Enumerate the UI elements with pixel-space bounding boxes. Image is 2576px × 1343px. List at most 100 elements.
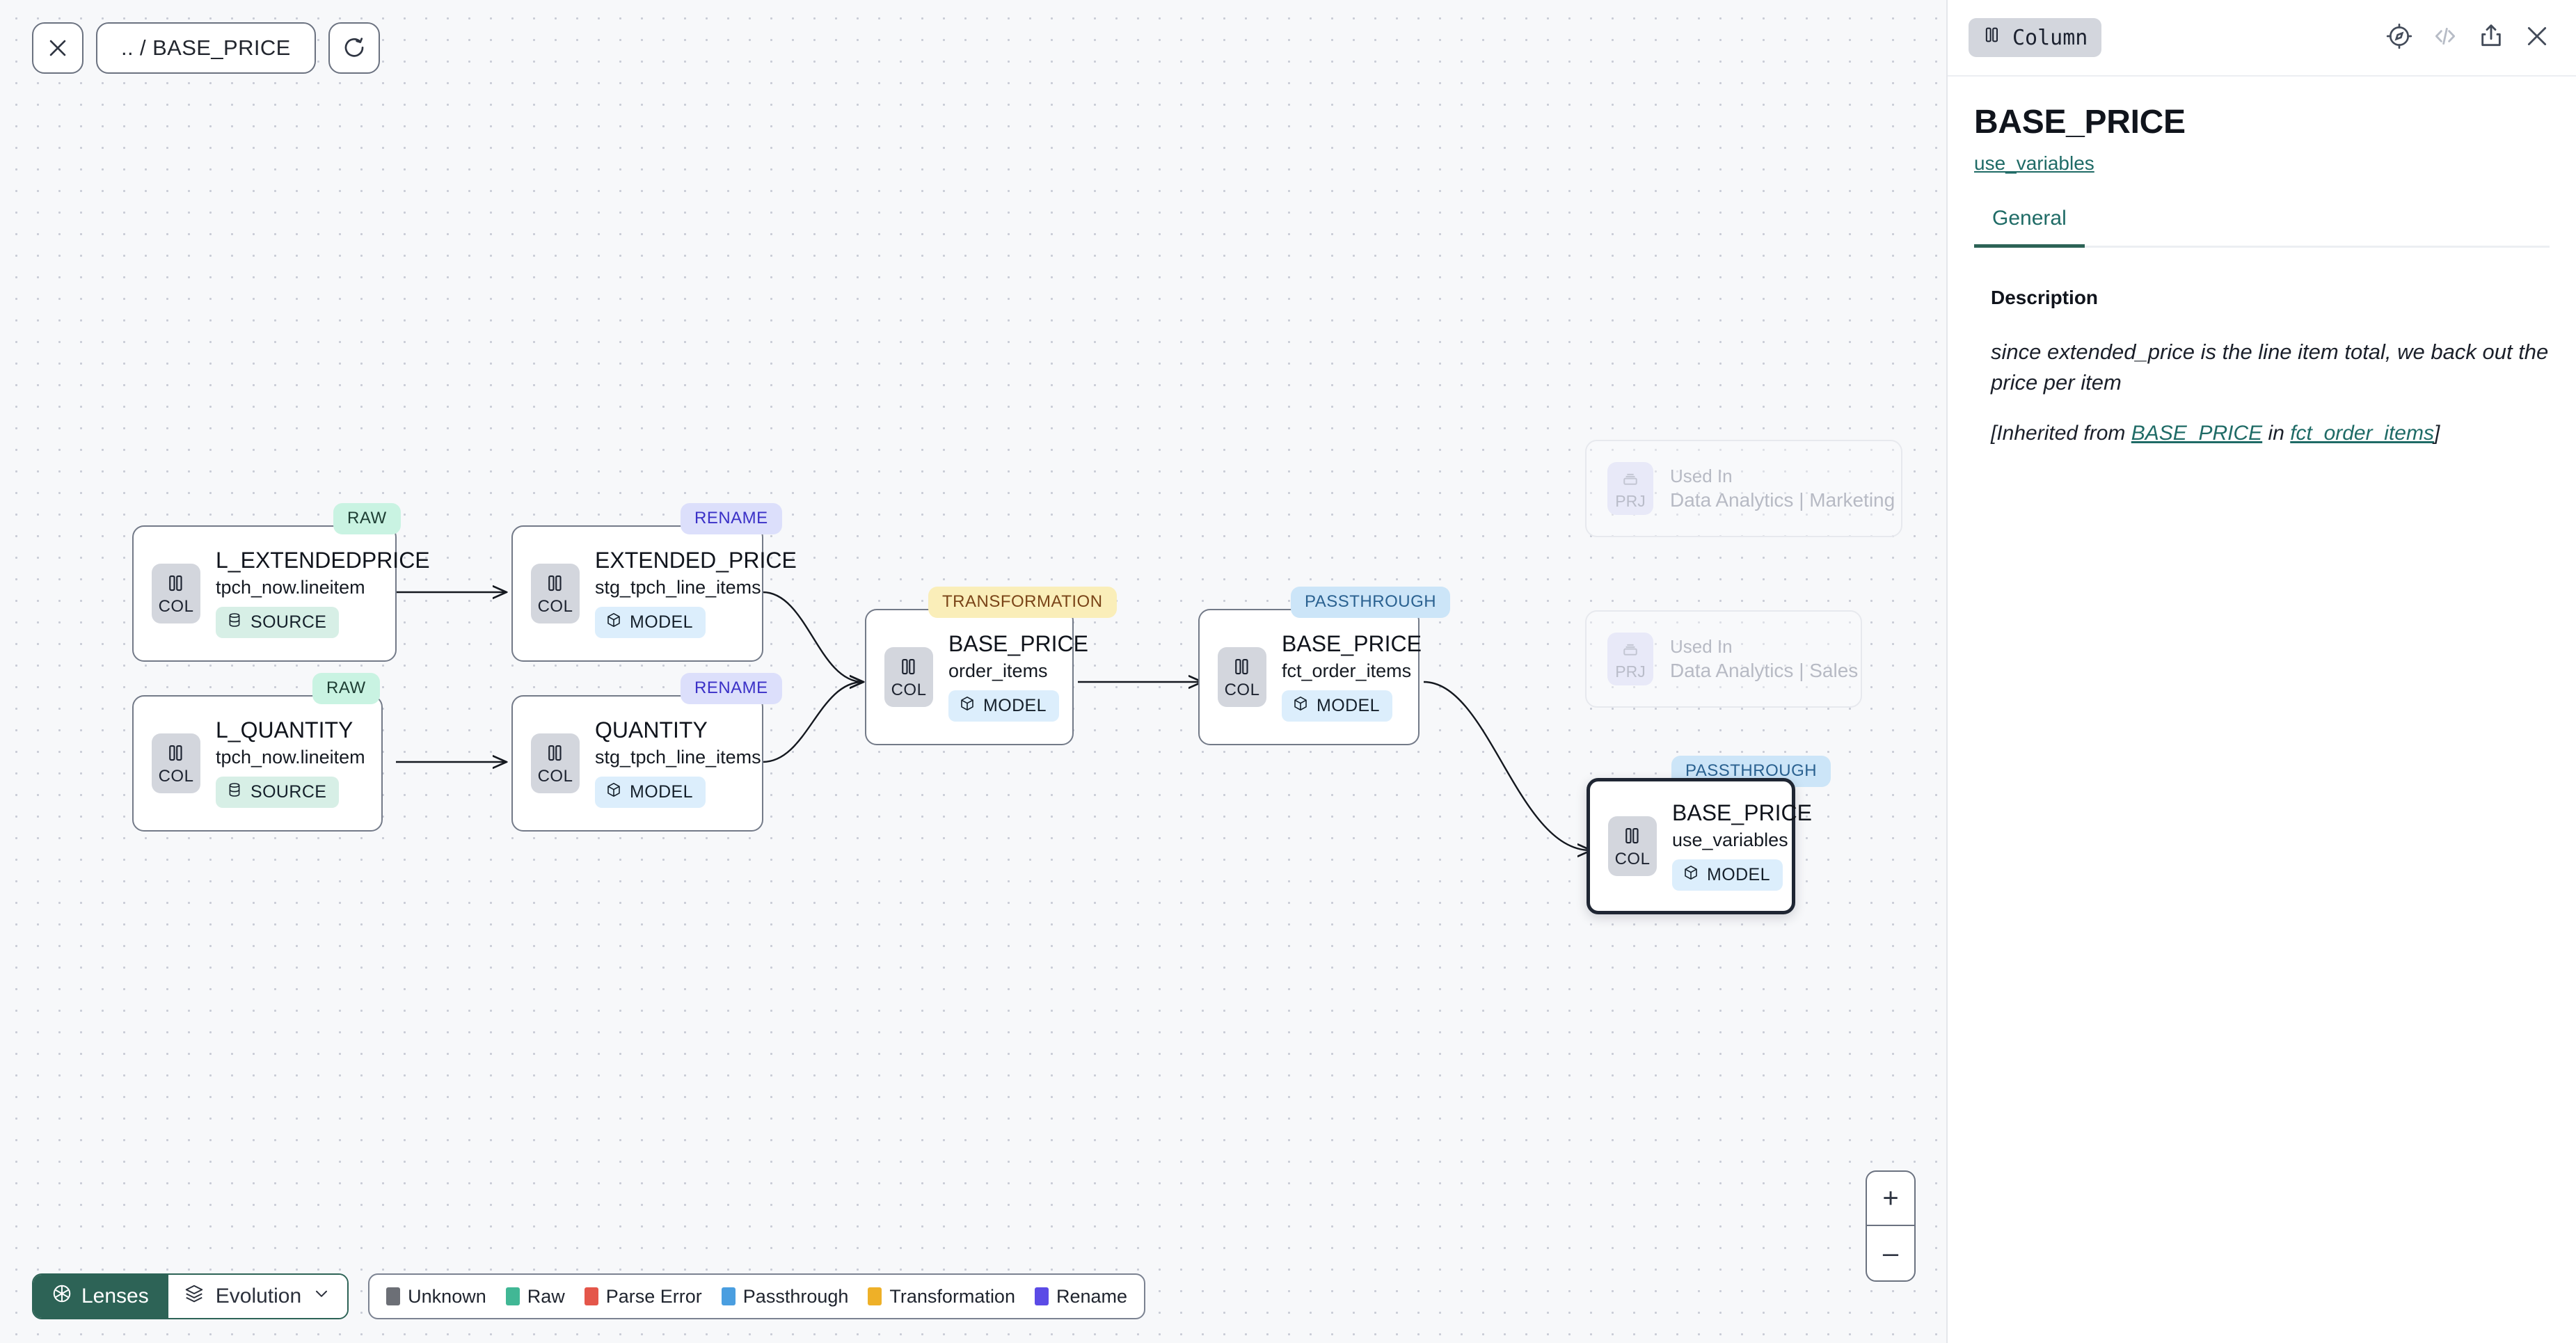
column-icon	[1622, 825, 1643, 850]
layers-icon	[184, 1283, 205, 1310]
node-text: BASE_PRICE fct_order_items MODEL	[1282, 630, 1422, 722]
share-icon[interactable]	[2477, 22, 2505, 54]
column-kind-chip: COL	[884, 647, 933, 707]
kind-label: PRJ	[1615, 662, 1646, 681]
kind-label: PRJ	[1615, 491, 1646, 510]
used-in-label: Used In	[1670, 465, 1733, 486]
kind-label: COL	[158, 596, 194, 616]
description-header: Description	[1991, 287, 2099, 308]
panel-body: BASE_PRICE use_variables General Descrip…	[1948, 77, 2576, 448]
materialization-chip: MODEL	[1282, 690, 1392, 722]
compass-icon[interactable]	[2385, 22, 2413, 54]
node-l-extendedprice[interactable]: COL L_EXTENDEDPRICE tpch_now.lineitem SO…	[132, 525, 430, 662]
node-text: L_EXTENDEDPRICE tpch_now.lineitem SOURCE	[216, 547, 430, 639]
materialization-chip: MODEL	[948, 690, 1059, 722]
project-icon	[1621, 468, 1640, 491]
breadcrumb[interactable]: .. / BASE_PRICE	[96, 22, 316, 74]
column-icon	[545, 573, 566, 597]
materialization-label: MODEL	[1707, 865, 1770, 885]
lineage-canvas[interactable]: .. / BASE_PRICE	[0, 0, 1946, 1343]
legend-label: Parse Error	[605, 1285, 702, 1307]
cube-icon	[605, 781, 622, 803]
aperture-icon	[51, 1283, 72, 1310]
close-icon	[46, 36, 70, 60]
tab-general[interactable]: General	[1974, 207, 2085, 248]
database-icon	[226, 612, 243, 633]
node-subtitle: tpch_now.lineitem	[216, 577, 365, 598]
node-base-price-use-variables[interactable]: COL BASE_PRICE use_variables MODEL	[1587, 778, 1812, 914]
badge-transformation: TRANSFORMATION	[928, 587, 1117, 618]
chevron-down-icon	[312, 1285, 331, 1308]
zoom-controls: + –	[1866, 1170, 1916, 1282]
node-text: BASE_PRICE order_items MODEL	[948, 632, 1088, 722]
close-icon[interactable]	[2523, 22, 2551, 54]
panel-tabs: General	[1974, 207, 2550, 248]
evolution-dropdown[interactable]: Evolution	[166, 1275, 348, 1318]
column-icon	[166, 742, 186, 767]
node-content: COL EXTENDED_PRICE stg_tpch_line_items M…	[513, 527, 797, 660]
kind-label: COL	[1614, 849, 1651, 868]
used-in-card-marketing[interactable]: PRJ Used In Data Analytics | Marketing	[1585, 440, 1902, 537]
cube-icon	[1292, 695, 1309, 717]
project-icon	[1621, 639, 1640, 662]
legend-swatch	[386, 1287, 401, 1305]
node-subtitle: stg_tpch_line_items	[595, 577, 761, 598]
project-kind-chip: PRJ	[1607, 633, 1653, 685]
legend-item-transformation: Transformation	[868, 1286, 1015, 1308]
lenses-label: Lenses	[81, 1285, 149, 1308]
node-subtitle: tpch_now.lineitem	[216, 747, 365, 768]
node-title: L_EXTENDEDPRICE	[216, 547, 430, 573]
materialization-chip: MODEL	[1672, 859, 1783, 891]
node-subtitle: use_variables	[1672, 829, 1788, 851]
node-text: BASE_PRICE use_variables MODEL	[1672, 801, 1812, 891]
node-subtitle: fct_order_items	[1282, 660, 1412, 682]
legend-label: Unknown	[408, 1285, 486, 1307]
kind-label: COL	[537, 596, 573, 616]
node-subtitle: stg_tpch_line_items	[595, 747, 761, 768]
node-base-price-order-items[interactable]: COL BASE_PRICE order_items MODEL	[865, 609, 1088, 745]
used-in-value: Data Analytics | Marketing	[1670, 488, 1895, 511]
entity-type-chip[interactable]: Column	[1969, 18, 2102, 57]
close-button[interactable]	[32, 22, 84, 74]
inherited-column-link[interactable]: BASE_PRICE	[2131, 422, 2263, 445]
zoom-in-button[interactable]: +	[1867, 1172, 1914, 1226]
inherited-model-link[interactable]: fct_order_items	[2290, 422, 2434, 445]
node-text: L_QUANTITY tpch_now.lineitem SOURCE	[216, 717, 365, 809]
lenses-button[interactable]: Lenses	[33, 1275, 167, 1318]
legend-item-passthrough: Passthrough	[721, 1286, 848, 1308]
materialization-label: SOURCE	[251, 612, 327, 633]
used-in-text: Used In Data Analytics | Marketing	[1670, 465, 1895, 511]
legend-label: Rename	[1056, 1285, 1128, 1307]
zoom-out-button[interactable]: –	[1882, 1238, 1899, 1269]
node-content: COL QUANTITY stg_tpch_line_items MODEL	[513, 697, 762, 830]
panel-header: Column	[1948, 0, 2576, 77]
column-kind-chip: COL	[531, 564, 580, 623]
node-l-quantity[interactable]: COL L_QUANTITY tpch_now.lineitem SOURCE	[132, 695, 383, 832]
node-base-price-fct-order-items[interactable]: COL BASE_PRICE fct_order_items MODEL	[1198, 609, 1422, 745]
legend-swatch	[1034, 1287, 1049, 1305]
node-extended-price[interactable]: COL EXTENDED_PRICE stg_tpch_line_items M…	[511, 525, 797, 662]
legend-swatch	[505, 1287, 520, 1305]
node-title: L_QUANTITY	[216, 717, 353, 742]
cube-icon	[1683, 864, 1699, 886]
used-in-card-sales[interactable]: PRJ Used In Data Analytics | Sales	[1585, 610, 1862, 708]
column-icon	[1232, 656, 1253, 681]
cube-icon	[959, 695, 976, 717]
node-content: COL BASE_PRICE fct_order_items MODEL	[1200, 610, 1422, 744]
column-icon	[166, 573, 186, 597]
model-link[interactable]: use_variables	[1974, 152, 2094, 174]
code-icon[interactable]	[2431, 22, 2459, 54]
refresh-button[interactable]	[328, 22, 380, 74]
badge-raw-1: RAW	[333, 503, 401, 534]
column-kind-chip: COL	[1608, 816, 1657, 876]
cube-icon	[605, 612, 622, 633]
legend-item-unknown: Unknown	[386, 1286, 486, 1308]
node-title: BASE_PRICE	[1282, 630, 1422, 656]
materialization-chip: SOURCE	[216, 777, 340, 809]
legend-item-parse-error: Parse Error	[584, 1285, 702, 1308]
materialization-label: MODEL	[630, 612, 693, 633]
node-quantity[interactable]: COL QUANTITY stg_tpch_line_items MODEL	[511, 695, 763, 832]
bottom-toolbar: Lenses Evolution	[32, 1273, 1146, 1319]
evolution-label: Evolution	[215, 1285, 302, 1308]
legend-item-raw: Raw	[505, 1286, 565, 1308]
